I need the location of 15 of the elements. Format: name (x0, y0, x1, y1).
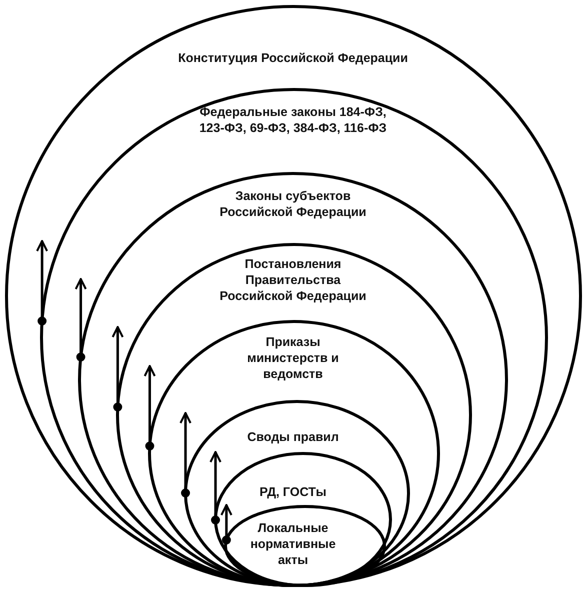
level-label: Своды правил (246, 429, 340, 445)
arrow (36, 240, 48, 326)
level-label: Конституция Российской Федерации (177, 50, 409, 66)
level-label: РД, ГОСТы (258, 484, 328, 500)
arrow (180, 412, 192, 498)
level-label: Постановления Правительства Российской Федерации (218, 256, 368, 304)
level-label: Приказы министерств и ведомств (246, 334, 340, 382)
level-label: Федеральные законы 184-ФЗ, 123-ФЗ, 69-ФЗ, 384-ФЗ, 116-ФЗ (198, 104, 388, 136)
arrow (210, 451, 222, 524)
arrow (144, 365, 156, 450)
level-label: Законы субъектов Российской Федерации (218, 188, 368, 220)
arrow (220, 504, 232, 544)
level-label: Локальные нормативные акты (249, 520, 337, 568)
arrow (74, 278, 87, 362)
arrow (112, 326, 124, 412)
